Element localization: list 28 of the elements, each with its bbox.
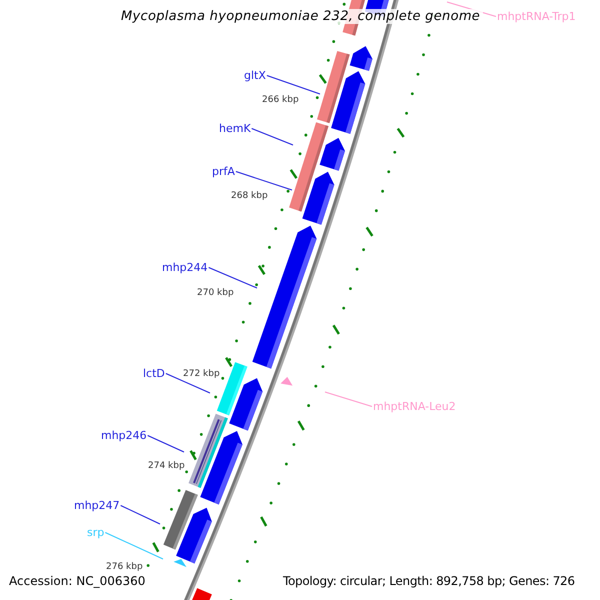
leader-line	[266, 75, 320, 94]
gene-label: srp	[87, 526, 104, 539]
gene-label: lctD	[143, 367, 165, 380]
gene-label: mhp247	[74, 499, 120, 512]
scale-label: 274 kbp	[148, 462, 185, 471]
gene-label: hemK	[219, 122, 251, 135]
leader-line	[235, 171, 292, 190]
genome-info-text: Topology: circular; Length: 892,758 bp; Genes: 726	[283, 575, 575, 587]
gene-label: mhp246	[101, 429, 147, 442]
leader-line	[165, 373, 210, 394]
accession-text: Accession: NC_006360	[9, 575, 146, 587]
scale-label: 276 kbp	[106, 563, 143, 572]
leader-line	[147, 435, 184, 452]
scale-label: 266 kbp	[262, 96, 299, 105]
gene-label: mhp244	[162, 261, 208, 274]
scale-label: 270 kbp	[197, 289, 234, 298]
leader-line	[120, 505, 160, 524]
leader-line	[208, 267, 258, 288]
leader-line	[324, 392, 372, 407]
gene-label: mhptRNA-Leu2	[373, 400, 456, 413]
scale-label: 272 kbp	[183, 370, 220, 379]
gene-label: mhptRNA-Trp1	[497, 10, 576, 23]
title: Mycoplasma hyopneumoniae 232, complete genome	[118, 9, 484, 24]
leader-line	[104, 532, 164, 560]
gene-label: gltX	[244, 69, 266, 82]
scale-label: 268 kbp	[231, 192, 268, 201]
leader-line	[251, 128, 294, 146]
gene-label: prfA	[212, 165, 235, 178]
